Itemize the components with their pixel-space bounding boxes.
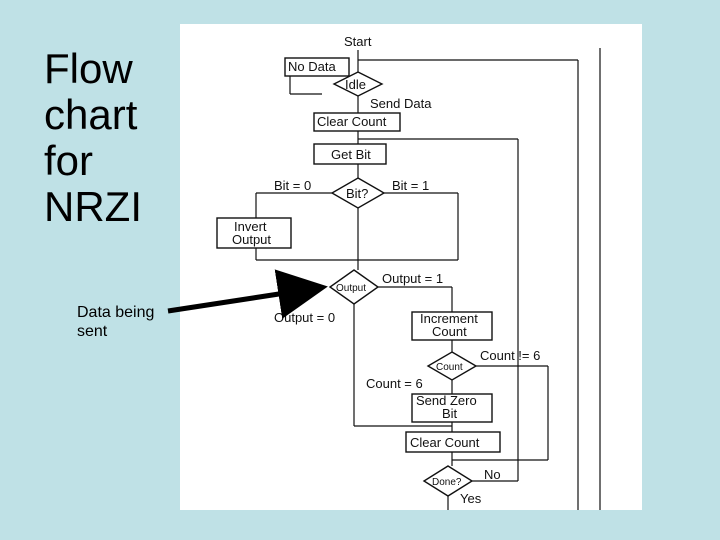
get-bit-label: Get Bit — [331, 147, 371, 162]
increment-label-2: Count — [432, 324, 467, 339]
increment-label-1: Increment — [420, 311, 478, 326]
no-label: No — [484, 467, 501, 482]
callout-line-2: sent — [77, 323, 108, 340]
idle-label: Idle — [345, 77, 366, 92]
send-zero-label-1: Send Zero — [416, 393, 477, 408]
count-not-six-label: Count != 6 — [480, 348, 540, 363]
output-decision-label: Output — [336, 283, 366, 294]
clear-count-label-2: Clear Count — [410, 435, 480, 450]
output-one-label: Output = 1 — [382, 271, 443, 286]
invert-label-2: Output — [232, 232, 271, 247]
send-zero-label-2: Bit — [442, 406, 458, 421]
clear-count-label-1: Clear Count — [317, 114, 387, 129]
bit-zero-label: Bit = 0 — [274, 178, 311, 193]
title-line-2: chart — [44, 91, 138, 138]
title-line-3: for — [44, 137, 94, 184]
increment-count-box — [411, 311, 493, 341]
bit-one-label: Bit = 1 — [392, 178, 429, 193]
data-being-sent-callout: Data being sent — [77, 303, 187, 341]
slide-title: Flow chart for NRZI — [44, 46, 174, 230]
clear-count-box-1 — [313, 112, 401, 132]
count-decision-label: Count — [436, 362, 463, 373]
done-decision-label: Done? — [432, 477, 462, 488]
bit-decision-label: Bit? — [346, 186, 368, 201]
no-data-label: No Data — [288, 59, 336, 74]
send-data-label: Send Data — [370, 96, 432, 111]
callout-line-1: Data being — [77, 304, 155, 321]
get-bit-box — [313, 143, 387, 165]
title-line-4: NRZI — [44, 183, 142, 230]
invert-label-1: Invert — [234, 219, 267, 234]
clear-count-box-2 — [405, 431, 501, 453]
invert-output-box — [216, 217, 292, 249]
count-six-label: Count = 6 — [366, 376, 423, 391]
flowchart-svg: Start No Data Idle Send Data Clear Count… — [216, 34, 601, 510]
flowchart-image: Start No Data Idle Send Data Clear Count… — [180, 24, 642, 510]
start-label: Start — [344, 34, 372, 49]
no-data-box — [284, 57, 350, 77]
send-zero-bit-box — [411, 393, 493, 423]
title-line-1: Flow — [44, 45, 133, 92]
yes-label: Yes — [460, 491, 482, 506]
output-zero-label: Output = 0 — [274, 310, 335, 325]
